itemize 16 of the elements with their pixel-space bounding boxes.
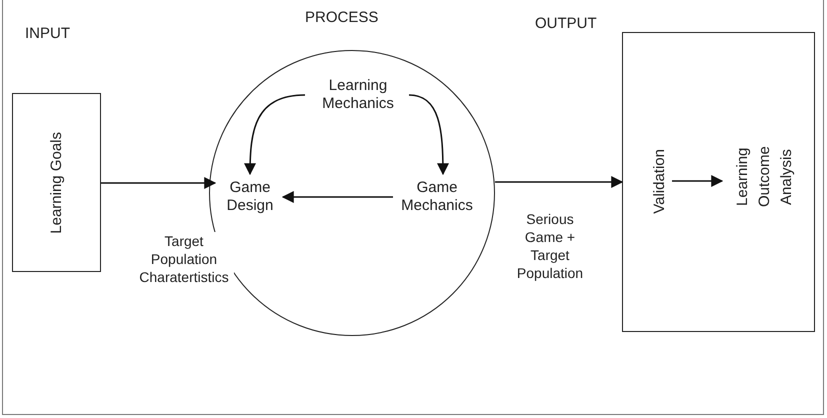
process-box [12,93,101,272]
node-text: Validation [647,131,673,231]
node-text: Learning Goals [46,132,66,234]
node-text: Learning Mechanics [306,73,410,117]
arrow [101,177,216,189]
section-label: INPUT [25,25,70,42]
arrow [672,175,724,187]
node-text: Learning Outcome Analysis [723,141,807,213]
heading: PROCESS [305,9,378,26]
arrow [408,94,449,176]
arrow [282,191,393,203]
heading: OUTPUT [535,15,597,32]
node-text: Game Design [216,175,284,219]
arrow [244,94,306,176]
arrow [495,176,624,188]
node-text: Game Mechanics [394,175,480,219]
